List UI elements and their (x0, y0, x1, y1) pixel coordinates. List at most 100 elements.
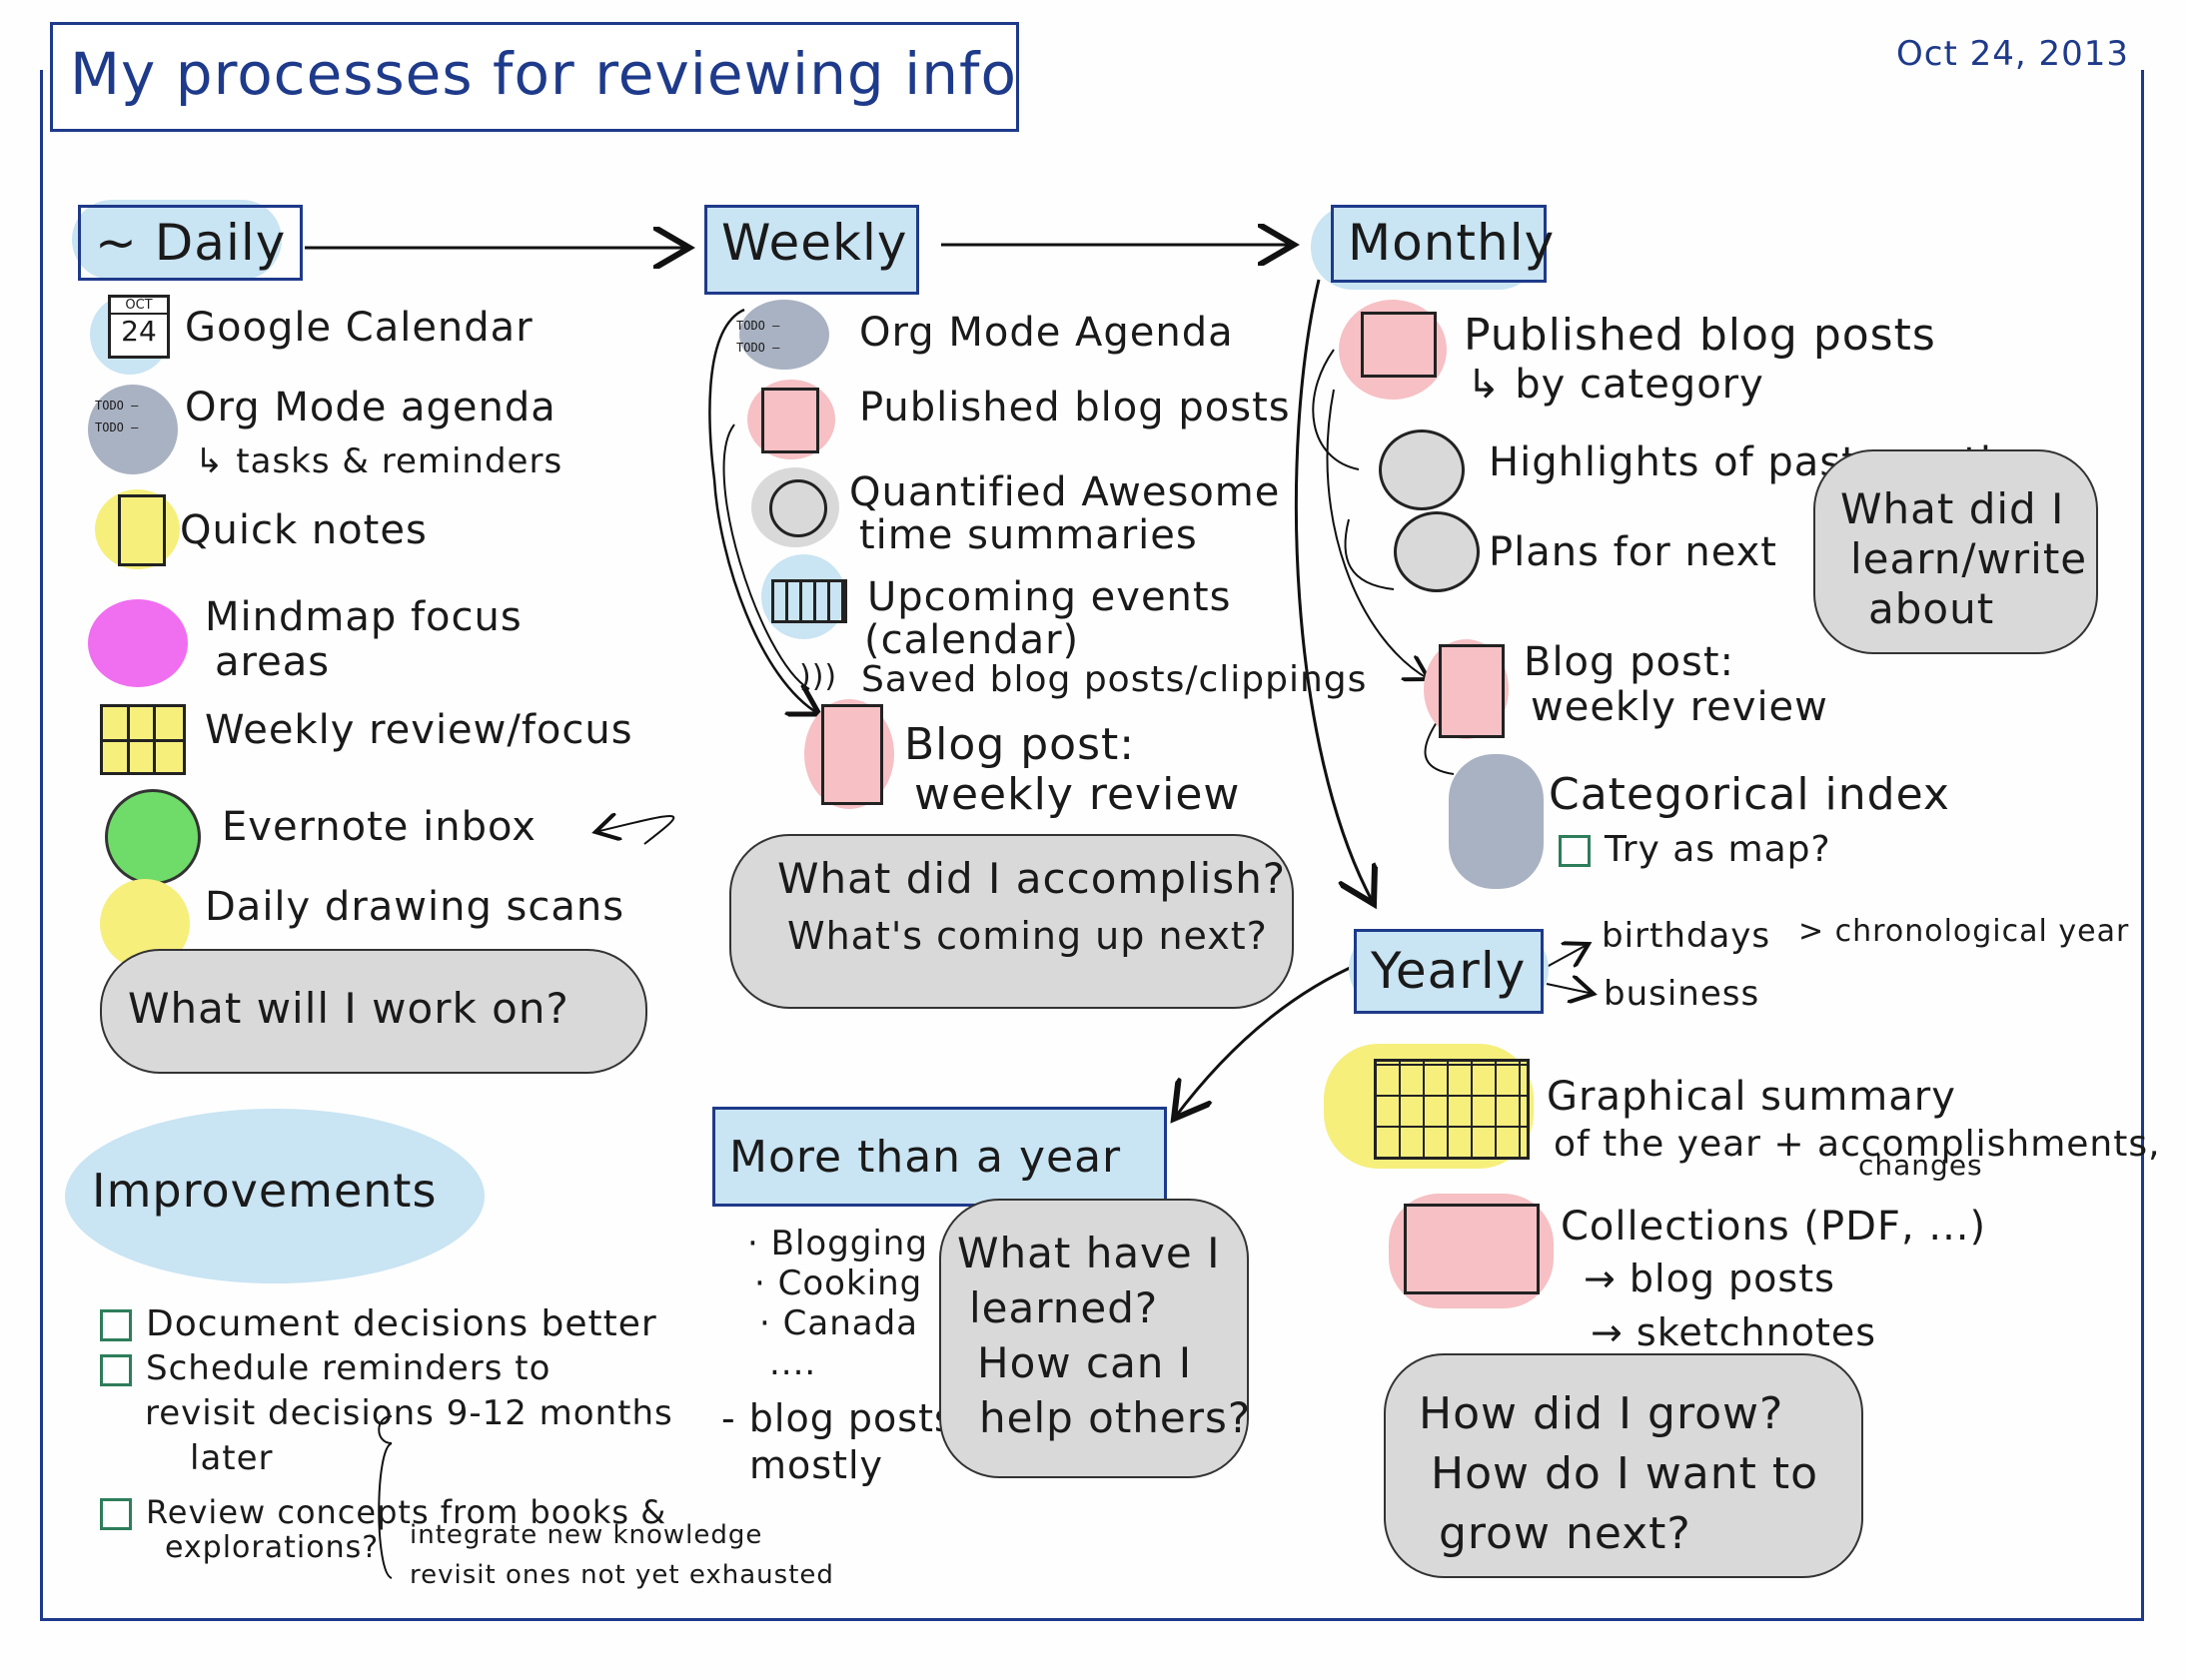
yearly-item-summary-3: changes (1858, 1149, 1983, 1182)
yearly-birthdays: birthdays (1602, 916, 1771, 956)
monthly-item-blogpost: Blog post: (1524, 639, 1734, 685)
monthly-cloud-line2: learn/write (1850, 534, 2088, 583)
yearly-thought-cloud (1384, 1353, 1863, 1578)
date-label: Oct 24, 2013 (1888, 34, 2137, 74)
yearly-item-summary-2: of the year + accomplishments, (1554, 1124, 2161, 1165)
weekly-item-quantified: Quantified Awesome (849, 469, 1281, 515)
line-weekly-inner (722, 423, 810, 690)
more-list-canada: · Canada (759, 1303, 918, 1343)
todo-list-icon: TODO —TODO — (95, 399, 139, 434)
daily-item-quick-notes: Quick notes (180, 507, 428, 553)
weekly-item-upcoming-events: Upcoming events (867, 574, 1232, 620)
improvement-item-2-line3: later (190, 1438, 274, 1478)
improvement-item-2: Schedule reminders to (100, 1348, 550, 1388)
monthly-item-blogpost-2: weekly review (1531, 684, 1828, 730)
calendar-strip-icon (771, 579, 847, 623)
calendar-icon: OCT 24 (108, 295, 170, 359)
monthly-checkbox-item: Try as map? (1559, 829, 1831, 870)
more-cloud-line3: How can I (977, 1338, 1193, 1387)
monthly-item-by-category: ↳ by category (1467, 362, 1764, 408)
more-list-cooking: · Cooking (754, 1263, 923, 1303)
title-box (50, 22, 1019, 132)
daily-item-weekly-review: Weekly review/focus (205, 707, 633, 753)
monthly-thought-cloud (1813, 449, 2098, 654)
bracket-improvements (378, 1415, 393, 1579)
weekly-item-blogpost-2: weekly review (914, 769, 1241, 820)
improvement-item-3: Review concepts from books & (100, 1493, 666, 1531)
daily-thought-cloud (100, 949, 647, 1074)
page-title: My processes for reviewing info (70, 40, 1017, 108)
daily-highlight (72, 200, 282, 280)
weekly-cloud-line1: What did I accomplish? (777, 854, 1287, 903)
yearly-cloud-line2: How do I want to (1431, 1448, 1819, 1499)
index-icon (1449, 754, 1544, 889)
todo-list-icon: TODO —TODO — (736, 319, 780, 355)
more-list-ellipsis: .... (769, 1343, 817, 1383)
clock-icon (769, 479, 827, 537)
yearly-item-sketchnotes: → sketchnotes (1591, 1310, 1877, 1354)
daily-item-mindmap-areas: areas (215, 639, 331, 685)
monthly-header: Monthly (1331, 205, 1554, 283)
improvement-item-2-line2: revisit decisions 9-12 months (145, 1393, 673, 1433)
yearly-cloud-line1: How did I grow? (1419, 1388, 1784, 1439)
lightbulb-thought-icon (1379, 429, 1465, 510)
org-icon-bg (88, 385, 178, 474)
daily-item-org-agenda: Org Mode agenda (185, 385, 556, 430)
daily-org-sub: ↳ tasks & reminders (195, 441, 563, 481)
page-frame (40, 70, 2144, 1621)
arrow-yearly-birthdays (1546, 944, 1589, 968)
more-list-blogging: · Blogging (747, 1224, 928, 1263)
monthly-item-plans: Plans for next (1489, 529, 1777, 575)
line-monthly-index (1424, 718, 1455, 775)
blog-page-icon (821, 704, 883, 805)
mindmap-icon (88, 599, 188, 687)
weekly-header: Weekly (704, 205, 919, 295)
improvement-item-1: Document decisions better (100, 1303, 657, 1344)
yearly-item-collections: Collections (PDF, ...) (1561, 1204, 1987, 1250)
yearly-header: Yearly (1354, 929, 1544, 1014)
arrow-monthly-yearly (1294, 279, 1374, 904)
daily-item-mindmap: Mindmap focus (205, 594, 523, 640)
improvements-highlight (65, 1109, 485, 1283)
more-cloud-line4: help others? (979, 1393, 1252, 1442)
signal-icon: ))) (799, 659, 838, 694)
arrow-yearly-business (1546, 984, 1594, 994)
line-monthly-plans (1344, 518, 1395, 590)
yearly-item-blog-posts: → blog posts (1584, 1257, 1835, 1300)
weekly-item-published-posts: Published blog posts (859, 385, 1291, 430)
arrow-weekly-blogpost (708, 308, 819, 714)
improvement-subnote-1: integrate new knowledge (410, 1520, 763, 1550)
weekly-item-org-agenda: Org Mode Agenda (859, 310, 1234, 356)
more-blog-mostly: mostly (749, 1443, 884, 1487)
notepad-icon (118, 494, 166, 566)
arrow-drawing-evernote (595, 816, 675, 845)
arrow-monthly-blogpost (1326, 389, 1429, 679)
weekly-thought-cloud (729, 834, 1294, 1009)
collection-stack-icon (1404, 1204, 1540, 1294)
checkbox-icon[interactable] (100, 1309, 132, 1341)
yearly-grid-icon (1374, 1059, 1530, 1160)
yearly-branch-note: > chronological year (1798, 914, 2130, 949)
monthly-item-published: Published blog posts (1464, 310, 1936, 361)
weekly-item-saved-posts: Saved blog posts/clippings (861, 659, 1368, 700)
improvements-header: Improvements (92, 1164, 438, 1218)
more-thought-cloud (939, 1199, 1249, 1478)
checkbox-icon[interactable] (100, 1353, 132, 1386)
weekly-item-blogpost: Blog post: (904, 719, 1136, 770)
improvement-item-3-line2: explorations? (165, 1530, 380, 1565)
weekly-grid-icon (100, 704, 186, 775)
more-than-year-header: More than a year (712, 1107, 1167, 1207)
daily-item-google-calendar: Google Calendar (185, 305, 534, 351)
daily-item-evernote: Evernote inbox (222, 804, 537, 850)
weekly-item-quantified-2: time summaries (859, 512, 1198, 558)
line-monthly-highlights (1312, 349, 1360, 470)
checkbox-icon[interactable] (100, 1498, 132, 1530)
checkbox-icon[interactable] (1559, 835, 1591, 867)
blog-page-icon (1439, 644, 1505, 738)
blog-page-icon (1361, 312, 1437, 378)
org-icon-bg-weekly (739, 300, 829, 370)
arrow-yearly-more (1174, 962, 1360, 1119)
monthly-item-categorical-index: Categorical index (1549, 769, 1950, 820)
daily-cloud-text: What will I work on? (128, 984, 569, 1033)
